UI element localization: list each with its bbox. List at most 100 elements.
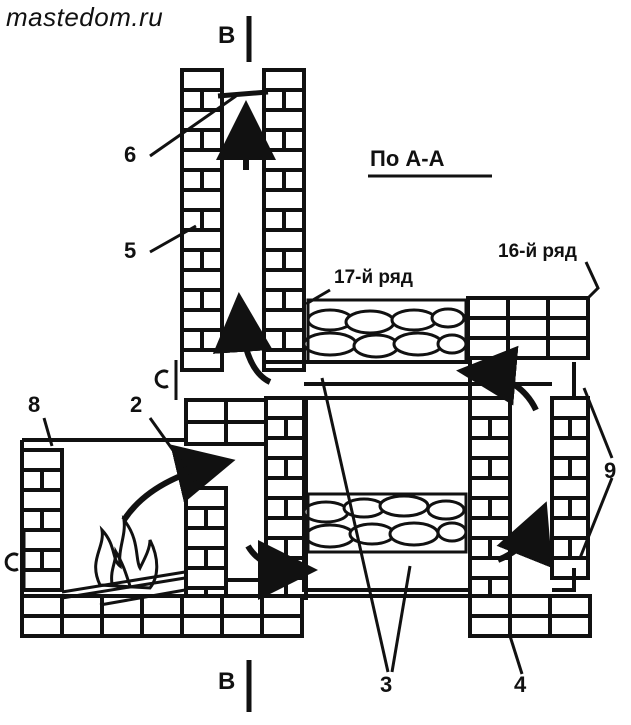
fire-icon [94, 514, 159, 590]
brick [180, 594, 224, 618]
leader-line [578, 477, 614, 559]
section-marker-top: В [218, 22, 236, 49]
brick [508, 594, 552, 618]
brick [550, 476, 590, 500]
leader-line [390, 565, 412, 673]
brick [468, 396, 512, 420]
brick [466, 336, 510, 360]
brick [260, 594, 304, 618]
brick [20, 448, 64, 472]
brick [180, 88, 204, 112]
brick [40, 468, 64, 492]
brick [184, 546, 208, 570]
brick [200, 168, 224, 192]
grate [61, 570, 186, 607]
brick [180, 248, 204, 272]
brick [262, 248, 286, 272]
brick [220, 594, 264, 618]
leader-line [508, 635, 524, 675]
brick [20, 614, 64, 638]
brick [20, 468, 44, 492]
heater-stones [302, 298, 468, 554]
brick [20, 528, 64, 552]
brick [506, 336, 550, 360]
stone [426, 499, 466, 521]
damper-plate [217, 89, 269, 99]
brick [506, 316, 550, 340]
brick [20, 568, 64, 592]
brick [550, 416, 572, 440]
row-label-16: 16-й ряд [498, 241, 577, 262]
door-handle-icon [4, 360, 178, 590]
brick [204, 546, 228, 570]
brick [282, 168, 306, 192]
brick [262, 328, 286, 352]
brick [60, 594, 104, 618]
brick [282, 128, 306, 152]
brick [100, 614, 144, 638]
brick [20, 488, 64, 512]
brick [568, 416, 590, 440]
brick [468, 416, 492, 440]
brick [262, 168, 286, 192]
brick [140, 614, 184, 638]
stone [388, 521, 440, 547]
brick [180, 228, 224, 252]
brick [262, 208, 286, 232]
stone-bed-bottom [306, 492, 468, 554]
brick [468, 556, 512, 580]
brick [180, 308, 224, 332]
brick [60, 614, 104, 638]
brick [140, 594, 184, 618]
brick [180, 348, 224, 372]
brick [260, 614, 304, 638]
stone [302, 500, 350, 524]
brick [180, 328, 204, 352]
brick [282, 288, 306, 312]
flow-arrow [121, 444, 236, 522]
brick [180, 68, 224, 92]
brick [468, 436, 512, 460]
brick [468, 536, 492, 560]
brick [468, 594, 512, 618]
brick [200, 288, 224, 312]
brick [262, 148, 306, 172]
stone [390, 308, 438, 332]
stone [378, 494, 430, 518]
brick [180, 148, 224, 172]
brick [546, 296, 590, 320]
leader-line [584, 261, 600, 300]
brick [184, 486, 228, 510]
watermark: mastedom.ru [6, 2, 164, 32]
brick [224, 398, 268, 424]
brick [200, 128, 224, 152]
brick [262, 128, 286, 152]
brick-walls [20, 68, 592, 638]
brick [282, 208, 306, 232]
callout-9: 9 [604, 458, 617, 483]
flow-arrow [245, 539, 318, 600]
brick [264, 536, 288, 560]
brick [180, 168, 204, 192]
brick [468, 456, 492, 480]
brick [262, 268, 306, 292]
brick [262, 308, 306, 332]
stone [436, 333, 468, 355]
brick [488, 496, 512, 520]
stone [344, 309, 396, 335]
leader-line [305, 288, 331, 306]
leader-line [42, 417, 54, 447]
brick [550, 436, 590, 460]
flue-gas-arrows [121, 100, 553, 600]
brick [468, 496, 492, 520]
brick [264, 516, 308, 540]
row-label-17: 17-й ряд [334, 267, 413, 288]
brick [466, 316, 510, 340]
stone-bed-top [306, 298, 468, 364]
callout-4: 4 [514, 672, 527, 697]
section-title: По А-А [370, 146, 445, 171]
stone [392, 331, 444, 357]
brick [20, 594, 64, 618]
brick [262, 68, 306, 92]
